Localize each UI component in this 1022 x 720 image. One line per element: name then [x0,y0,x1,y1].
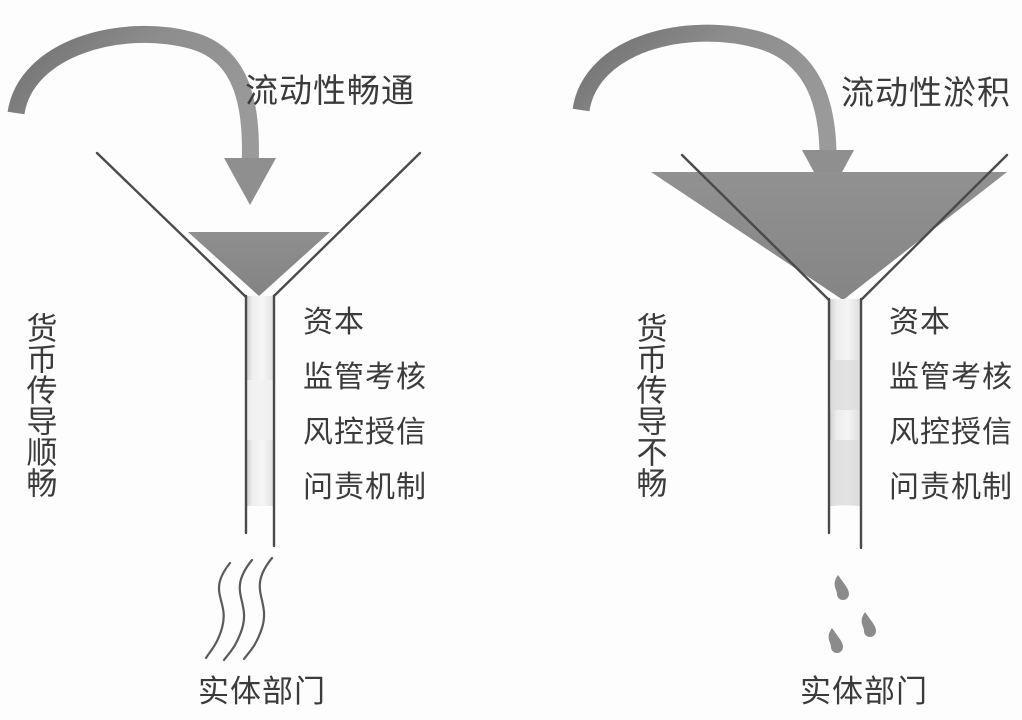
stem-band-left [247,380,273,440]
flow-title-left: 流动性畅通 [245,74,415,110]
side-item-accountability-left: 问责机制 [303,471,427,504]
stem-band-upper-right [830,360,860,410]
side-item-capital-right: 资本 [889,306,951,339]
funnel-cone-outline-left [95,151,422,299]
flow-title-right: 流动性淤积 [841,76,1011,112]
vertical-label-right: 货币传导不畅 [631,312,667,498]
left-funnel-graphic [7,25,422,662]
funnel-stem-walls-left [244,294,276,548]
stem-band-lower-right [830,440,860,505]
side-item-riskcontrol-left: 风控授信 [303,416,427,449]
panel-right: 流动性淤积 货币传导不畅 资本 监管考核 风控授信 问责机制 实体部门 [511,0,1022,720]
funnel-liquid-left [188,232,330,296]
right-funnel-graphic [572,24,1009,653]
bottom-label-right: 实体部门 [800,674,928,709]
funnel-cone-outline-right [680,153,1009,302]
vertical-label-left: 货币传导顺畅 [21,312,57,498]
side-item-regulatory-right: 监管考核 [889,361,1013,394]
outflow-droplets-icon [828,575,876,653]
side-item-accountability-right: 问责机制 [889,471,1013,504]
panel-left: 流动性畅通 货币传导顺畅 资本 监管考核 风控授信 问责机制 实体部门 [7,25,427,709]
funnel-liquid-right [651,172,1007,300]
bottom-label-left: 实体部门 [198,674,326,709]
inflow-arrow-icon [7,25,276,205]
side-item-riskcontrol-right: 风控授信 [889,416,1013,449]
funnel-stem-walls-right [827,297,863,550]
side-item-regulatory-left: 监管考核 [303,361,427,394]
outflow-streams-icon [204,556,274,662]
side-item-capital-left: 资本 [303,306,365,339]
